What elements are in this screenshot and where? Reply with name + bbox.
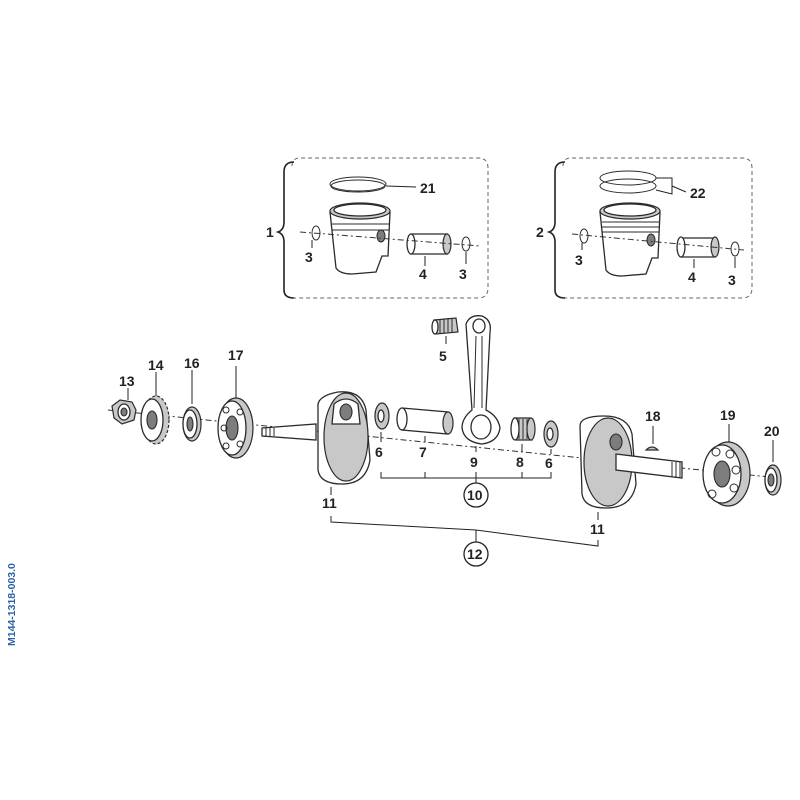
needle-bearing-big-end-part	[510, 417, 536, 441]
callout-19: 19	[720, 407, 736, 423]
callout-6a: 6	[375, 444, 383, 460]
callout-3d: 3	[728, 272, 736, 288]
kit-2-brace	[546, 161, 566, 299]
crank-half-right-part	[579, 415, 683, 509]
circlip-part	[311, 225, 321, 241]
bracket-10	[380, 472, 552, 479]
ball-bearing-part	[217, 397, 254, 459]
piston-rings-part	[599, 170, 657, 194]
callout-4a: 4	[419, 266, 427, 282]
circlip-part	[579, 228, 589, 244]
piston-part	[599, 202, 661, 277]
axis-kit-2	[571, 233, 745, 251]
callout-18: 18	[645, 408, 661, 424]
callout-5: 5	[439, 348, 447, 364]
callout-7: 7	[419, 444, 427, 460]
callout-1: 1	[266, 224, 274, 240]
callout-20: 20	[764, 423, 780, 439]
crank-half-left-part	[261, 391, 371, 485]
callout-12: 12	[467, 546, 483, 562]
callout-10-circle	[463, 482, 489, 508]
thrust-washer-part	[374, 402, 390, 430]
callout-11a: 11	[322, 495, 337, 511]
kit-1-brace	[275, 161, 295, 299]
piston-part	[329, 202, 391, 275]
piston-ring-part	[329, 176, 387, 193]
circlip-part	[461, 236, 471, 252]
callout-14: 14	[148, 357, 164, 373]
callout-17: 17	[228, 347, 244, 363]
piston-kit-1-group: 1 21 3 4 3	[266, 157, 489, 299]
leader-22	[655, 177, 687, 195]
kit-1-dashed-frame	[291, 157, 489, 299]
kit-2-dashed-frame	[562, 157, 753, 299]
leader-21	[385, 185, 417, 188]
callout-4b: 4	[688, 269, 696, 285]
drawing-code: M144-1318-003.0	[6, 563, 18, 646]
thrust-washer-part	[543, 420, 559, 448]
callout-10: 10	[467, 487, 483, 503]
callout-8: 8	[516, 454, 524, 470]
oil-seal-part	[182, 406, 202, 442]
crankshaft-assembly-group: 13 14 16 17	[107, 315, 782, 567]
axis-kit-1	[299, 231, 481, 247]
callout-6b: 6	[545, 455, 553, 471]
callout-21: 21	[420, 180, 436, 196]
piston-pin-part	[676, 236, 720, 258]
callout-3b: 3	[459, 266, 467, 282]
callout-3a: 3	[305, 249, 313, 265]
crank-pin-part	[396, 407, 454, 435]
bracket-10-ticks	[424, 472, 523, 484]
callout-3c: 3	[575, 252, 583, 268]
needle-bearing-small-end-part	[431, 317, 459, 335]
woodruff-key-part	[644, 446, 660, 451]
callout-12-circle	[463, 541, 489, 567]
piston-pin-part	[406, 233, 452, 255]
connecting-rod-part	[461, 315, 501, 445]
ball-bearing-part	[702, 441, 751, 507]
callout-22: 22	[690, 185, 706, 201]
piston-kit-2-group: 2 22 3 4 3	[536, 157, 753, 299]
gear-part	[140, 395, 170, 445]
callout-11b: 11	[590, 521, 605, 537]
nut-part	[111, 399, 137, 425]
callout-9: 9	[470, 454, 478, 470]
callout-2: 2	[536, 224, 544, 240]
callout-13: 13	[119, 373, 135, 389]
oil-seal-part	[764, 464, 782, 496]
bracket-12	[330, 516, 599, 547]
callout-16: 16	[184, 355, 200, 371]
